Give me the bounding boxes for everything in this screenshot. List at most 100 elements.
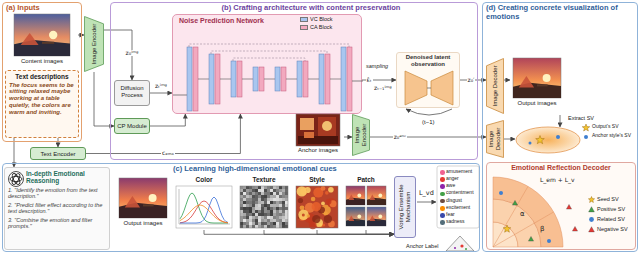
time-loop-arrow [406,109,452,115]
node-body-text: 2. "Predict filter effect according to t… [8,202,108,215]
svg-rect [240,186,288,228]
svg-rect [279,222,282,225]
svg-rect [249,213,252,216]
node-label: Anchor images [292,147,344,154]
legend-text: disgust [446,198,462,204]
legend-shape [588,206,595,213]
latent-symbol: ε̂ₜ [366,77,373,84]
svg-rect [243,225,246,228]
legend-text: anger [446,176,459,182]
svg-rect [255,210,258,213]
svg-rect [258,222,261,225]
svg-rect [240,186,288,228]
svg-rect [249,189,252,192]
svg-rect [258,186,261,189]
svg-rect [297,61,302,97]
svg-rect [252,192,255,195]
legend-text: excitement [446,205,470,211]
image-decoder: Image Decoder [486,120,504,158]
node-label: Denoised latent observation [397,54,459,68]
svg-rect [264,222,267,225]
node-label: Image Encoder [91,18,98,70]
legend-text: fear [446,212,455,218]
svg-rect [243,201,246,204]
svg-rect [267,186,270,189]
svg-rect [261,204,264,207]
svg-rect [267,198,270,201]
svg-rect [279,204,282,207]
svg-circle [465,248,467,250]
svg-polygon [346,198,365,205]
patch-feature-illustration [344,176,388,230]
svg-rect [270,192,273,195]
legend-swatch [440,206,445,211]
connector-arrow [78,35,84,36]
svg-rect [240,198,243,201]
svg-rect [240,207,243,210]
svg-rect [261,210,264,213]
legend-shape [588,226,595,233]
svg-rect [282,198,285,201]
connector-arrow [150,93,172,94]
svg-path [406,109,452,115]
svg-rect [243,216,246,219]
svg-circle [584,135,588,139]
style-vector-ellipse [516,127,580,153]
svg-rect [258,219,261,222]
svg-circle [378,215,382,219]
svg-rect [270,204,273,207]
legend-swatch [440,220,445,225]
svg-rect [267,192,270,195]
legend-text: Positive SV [597,206,625,212]
svg-rect [261,201,264,204]
connector-arrow [150,114,185,126]
text-description-box: Text descriptionsThe focus seems to be s… [5,70,79,138]
svg-circle [49,31,57,39]
svg-rect [259,67,264,91]
svg-circle [298,198,303,203]
svg-rect [258,216,261,219]
svg-rect [276,204,279,207]
svg-rect [258,201,261,204]
svg-circle [328,187,334,193]
svg-rect [264,195,267,198]
svg-line [264,79,275,80]
svg-circle [547,239,551,243]
svg-rect [252,207,255,210]
svg-rect [264,210,267,213]
svg-polygon [536,136,545,144]
svg-rect [264,198,267,201]
legend-swatch [300,25,308,30]
svg-rect [270,216,273,219]
svg-polyline [211,51,327,54]
svg-rect [246,189,249,192]
svg-rect [240,204,243,207]
texture-feature-illustration [238,176,290,230]
svg-polygon [125,196,140,208]
svg-rect [270,189,273,192]
svg-circle [589,217,594,222]
svg-rect [243,195,246,198]
svg-rect [273,225,276,228]
connector-arrow [264,230,394,234]
svg-rect [249,207,252,210]
anchor-label-note: Anchor Label [406,243,438,249]
svg-circle [556,135,560,139]
svg-line [179,224,230,225]
legend-text: CA Block [310,24,332,30]
svg-rect [537,84,548,86]
svg-rect [285,204,288,207]
svg-rect [261,189,264,192]
svg-rect [252,222,255,225]
svg-rect [42,42,54,44]
latent-symbol: z₀ⁱᵐᵍ [125,50,140,57]
svg-polygon [346,219,365,226]
svg-circle [357,215,361,219]
svg-rect [318,117,336,137]
svg-line [504,139,515,140]
node-label: (c) Learning high-dimensional emotional … [173,165,443,174]
legend-shape [588,196,595,203]
svg-rect [255,222,258,225]
svg-circle [9,172,24,187]
svg-rect [240,189,243,192]
